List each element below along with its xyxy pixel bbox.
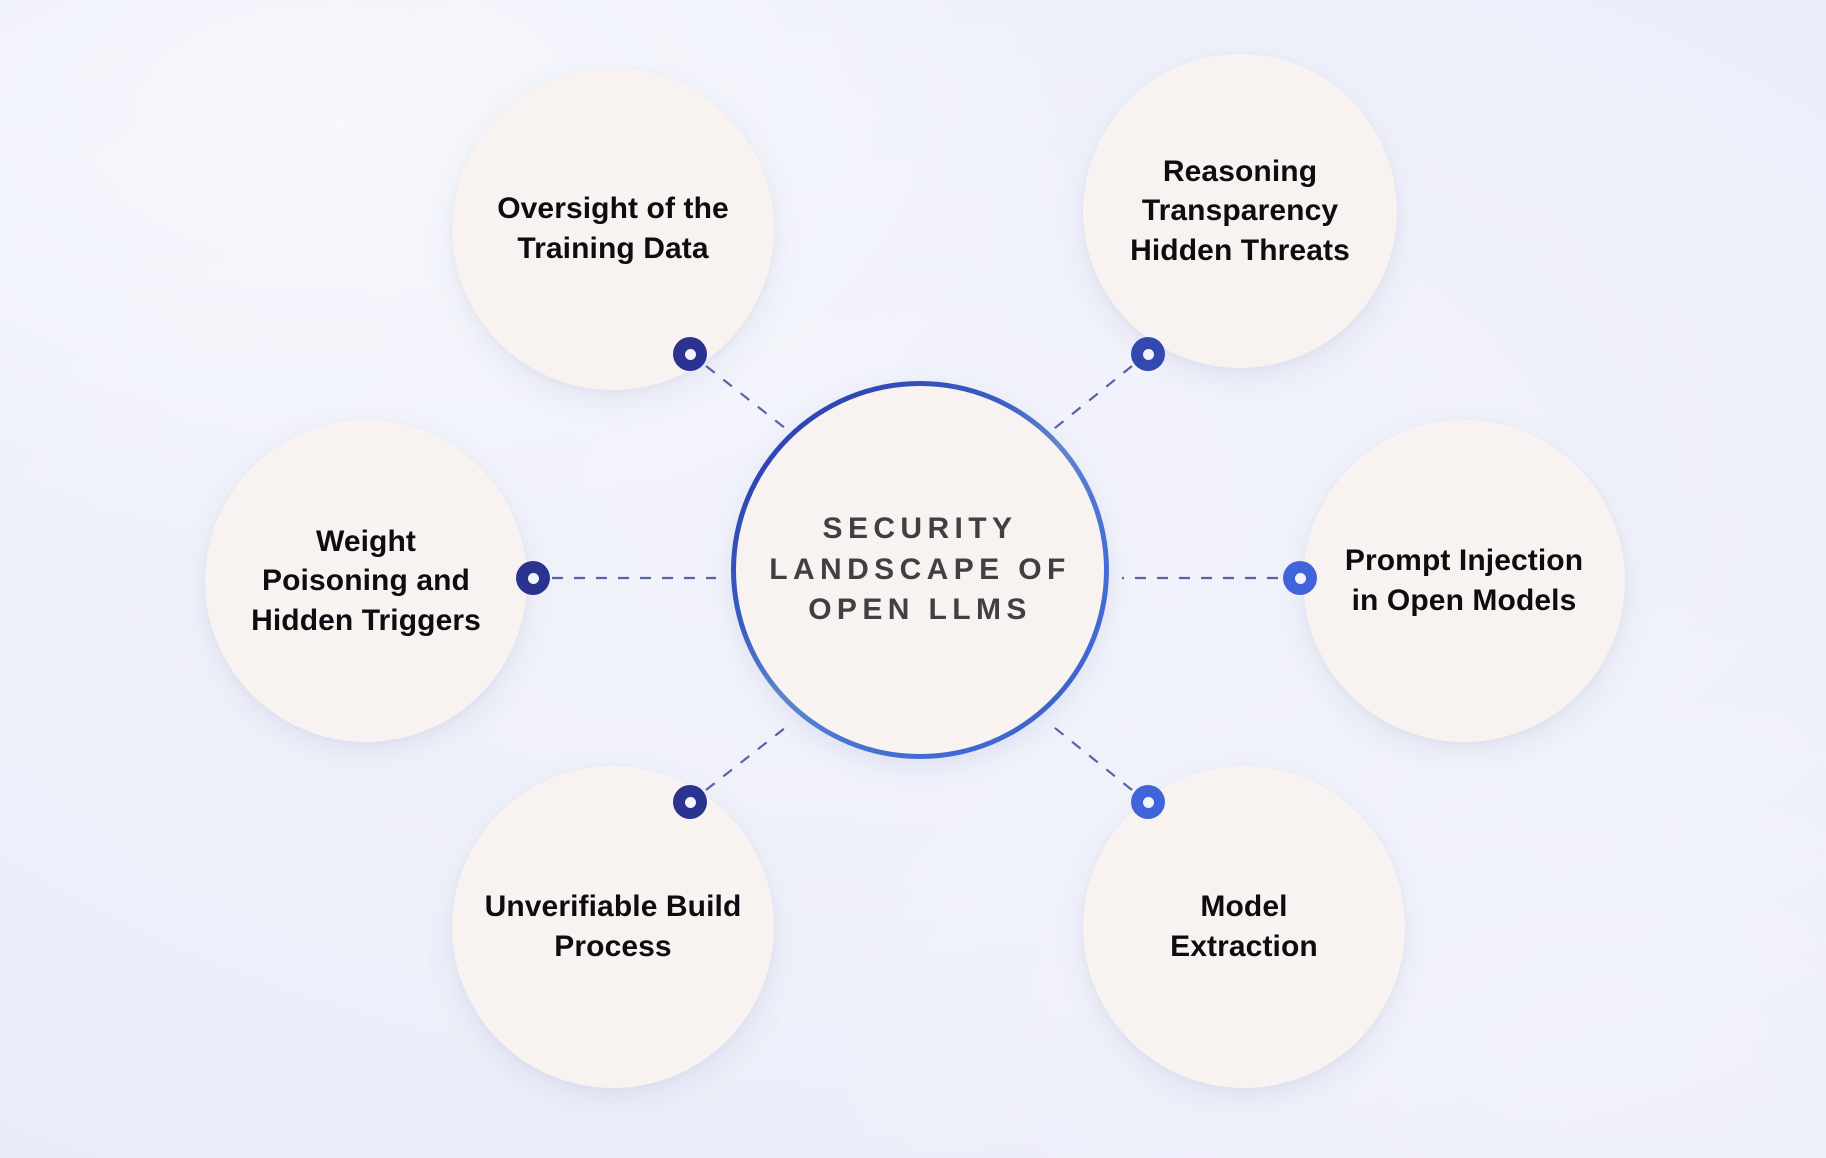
bubble-oversight-training-data[interactable]: Oversight of the Training Data xyxy=(452,68,774,390)
bubble-label-unverifiable-build: Unverifiable Build Process xyxy=(484,890,742,963)
bubble-label-prompt-injection: Prompt Injection in Open Models xyxy=(1344,544,1584,617)
connector-dot-reasoning-transparency[interactable] xyxy=(1131,337,1165,371)
connector-line-reasoning xyxy=(1049,365,1133,433)
connector-line-build xyxy=(705,723,791,791)
bubble-label-weight-poisoning: Weight Poisoning and Hidden Triggers xyxy=(251,524,481,637)
bubble-unverifiable-build[interactable]: Unverifiable Build Process xyxy=(452,766,774,1088)
connector-dot-core xyxy=(1142,796,1154,808)
connector-dot-core xyxy=(527,572,539,584)
bubble-prompt-injection[interactable]: Prompt Injection in Open Models xyxy=(1303,420,1625,742)
bubble-model-extraction[interactable]: Model Extraction xyxy=(1083,766,1405,1088)
connector-line-extraction xyxy=(1049,723,1133,791)
bubble-reasoning-transparency[interactable]: Reasoning Transparency Hidden Threats xyxy=(1083,54,1397,368)
connector-dot-core xyxy=(1142,348,1154,360)
bubble-label-oversight-training-data: Oversight of the Training Data xyxy=(497,192,729,265)
connector-dot-core xyxy=(684,796,696,808)
bubble-label-reasoning-transparency: Reasoning Transparency Hidden Threats xyxy=(1130,154,1350,267)
center-hub-title: Security Landscape of Open LLMs xyxy=(769,512,1071,627)
bubble-label-model-extraction: Model Extraction xyxy=(1170,890,1318,963)
center-hub[interactable]: Security Landscape of Open LLMs xyxy=(731,381,1109,759)
connector-dot-core xyxy=(684,348,696,360)
connector-line-oversight xyxy=(705,365,791,433)
connector-dot-prompt-injection[interactable] xyxy=(1283,561,1317,595)
connector-dot-weight-poisoning[interactable] xyxy=(516,561,550,595)
center-hub-inner: Security Landscape of Open LLMs xyxy=(736,386,1104,754)
connector-dot-core xyxy=(1294,572,1306,584)
connector-dot-oversight-training-data[interactable] xyxy=(673,337,707,371)
connector-dot-unverifiable-build[interactable] xyxy=(673,785,707,819)
connector-dot-model-extraction[interactable] xyxy=(1131,785,1165,819)
bubble-weight-poisoning[interactable]: Weight Poisoning and Hidden Triggers xyxy=(205,420,527,742)
